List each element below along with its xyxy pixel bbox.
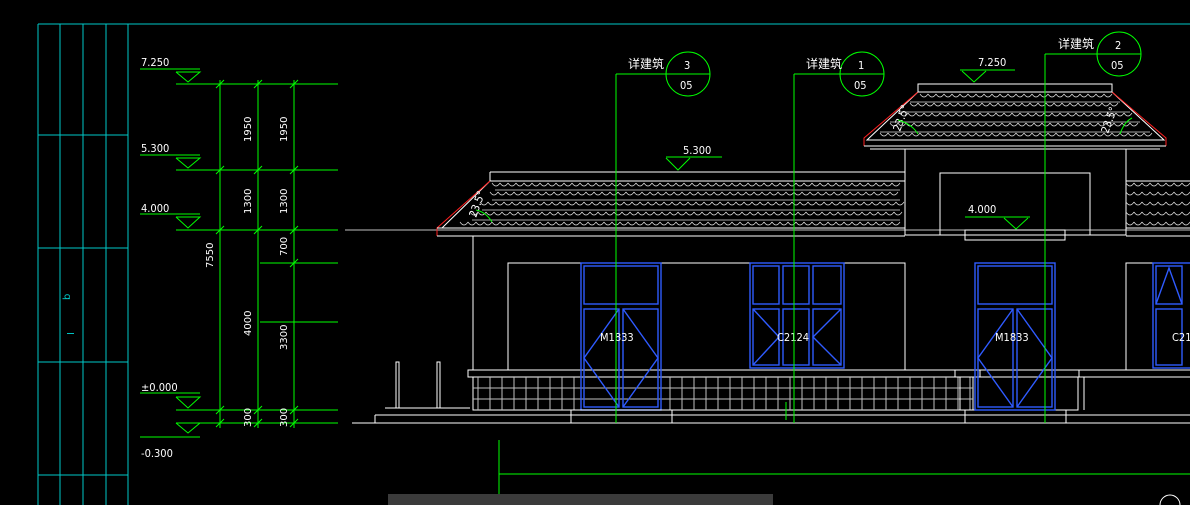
level-base: -0.300	[141, 447, 173, 460]
drawing-frame	[37, 23, 1190, 505]
window-label-b: C21	[1172, 331, 1190, 344]
tile-pattern-right	[1125, 182, 1190, 226]
level-ground: ±0.000	[141, 381, 178, 394]
dim-4000: 4000	[243, 311, 254, 336]
dim-1300-b: 1300	[279, 189, 290, 214]
title-block: b I	[38, 24, 128, 505]
dimension-chains: 7550 1950 1300 4000 300 1950 1300 700 33…	[205, 79, 299, 428]
dim-7550: 7550	[205, 243, 216, 268]
tile-pattern-left	[459, 182, 905, 226]
dim-300-b: 300	[279, 408, 290, 427]
tile-pattern-top	[879, 93, 1153, 137]
door-label-b: M1833	[995, 331, 1029, 344]
dim-1300-a: 1300	[243, 189, 254, 214]
callout-2-text: 详建筑	[1058, 36, 1094, 51]
callout-3-sheet: 05	[680, 79, 693, 92]
level-5300: 5.300	[141, 142, 169, 155]
door-m1833-b: M1833	[974, 262, 1056, 411]
dim-3300: 3300	[279, 325, 290, 350]
roof-angle-right-a: 23.5°	[891, 103, 912, 133]
dim-700: 700	[279, 237, 290, 256]
title-block-mark-1: b	[62, 294, 73, 300]
roof-angle-left: 23.5°	[467, 189, 488, 219]
dim-1950-b: 1950	[279, 117, 290, 142]
door-label-a: M1833	[600, 331, 634, 344]
callout-3: 详建筑 3 05	[615, 51, 711, 423]
callout-3-num: 3	[684, 59, 690, 72]
callout-1-sheet: 05	[854, 79, 867, 92]
level-mid-5300: 5.300	[683, 144, 711, 157]
level-right-7250: 7.250	[978, 56, 1006, 69]
corner-circle	[1159, 494, 1181, 505]
title-block-mark-2: I	[66, 332, 77, 335]
window-c21: C21	[1152, 262, 1190, 369]
level-7250: 7.250	[141, 56, 169, 69]
callout-1-num: 1	[858, 59, 864, 72]
level-right-4000: 4.000	[968, 203, 996, 216]
dim-300-a: 300	[243, 408, 254, 427]
callout-2: 详建筑 2 05	[1044, 31, 1142, 423]
callout-1-text: 详建筑	[806, 56, 842, 71]
door-m1833-a: M1833	[570, 262, 673, 424]
level-4000: 4.000	[141, 202, 169, 215]
building-elevation: M1833 C2124	[345, 31, 1190, 505]
window-c2124: C2124	[749, 262, 845, 369]
window-label-a: C2124	[777, 331, 809, 344]
callout-2-sheet: 05	[1111, 59, 1124, 72]
dim-1950-a: 1950	[243, 117, 254, 142]
callout-3-text: 详建筑	[628, 56, 664, 71]
callout-2-num: 2	[1115, 39, 1121, 52]
status-bar[interactable]	[388, 494, 773, 505]
callout-1: 详建筑 1 05	[793, 51, 885, 423]
roof-angle-right-b: 23.5°	[1099, 105, 1120, 135]
level-markers: 7.250 5.300 4.000 ±0.000 -0.300	[140, 56, 338, 460]
